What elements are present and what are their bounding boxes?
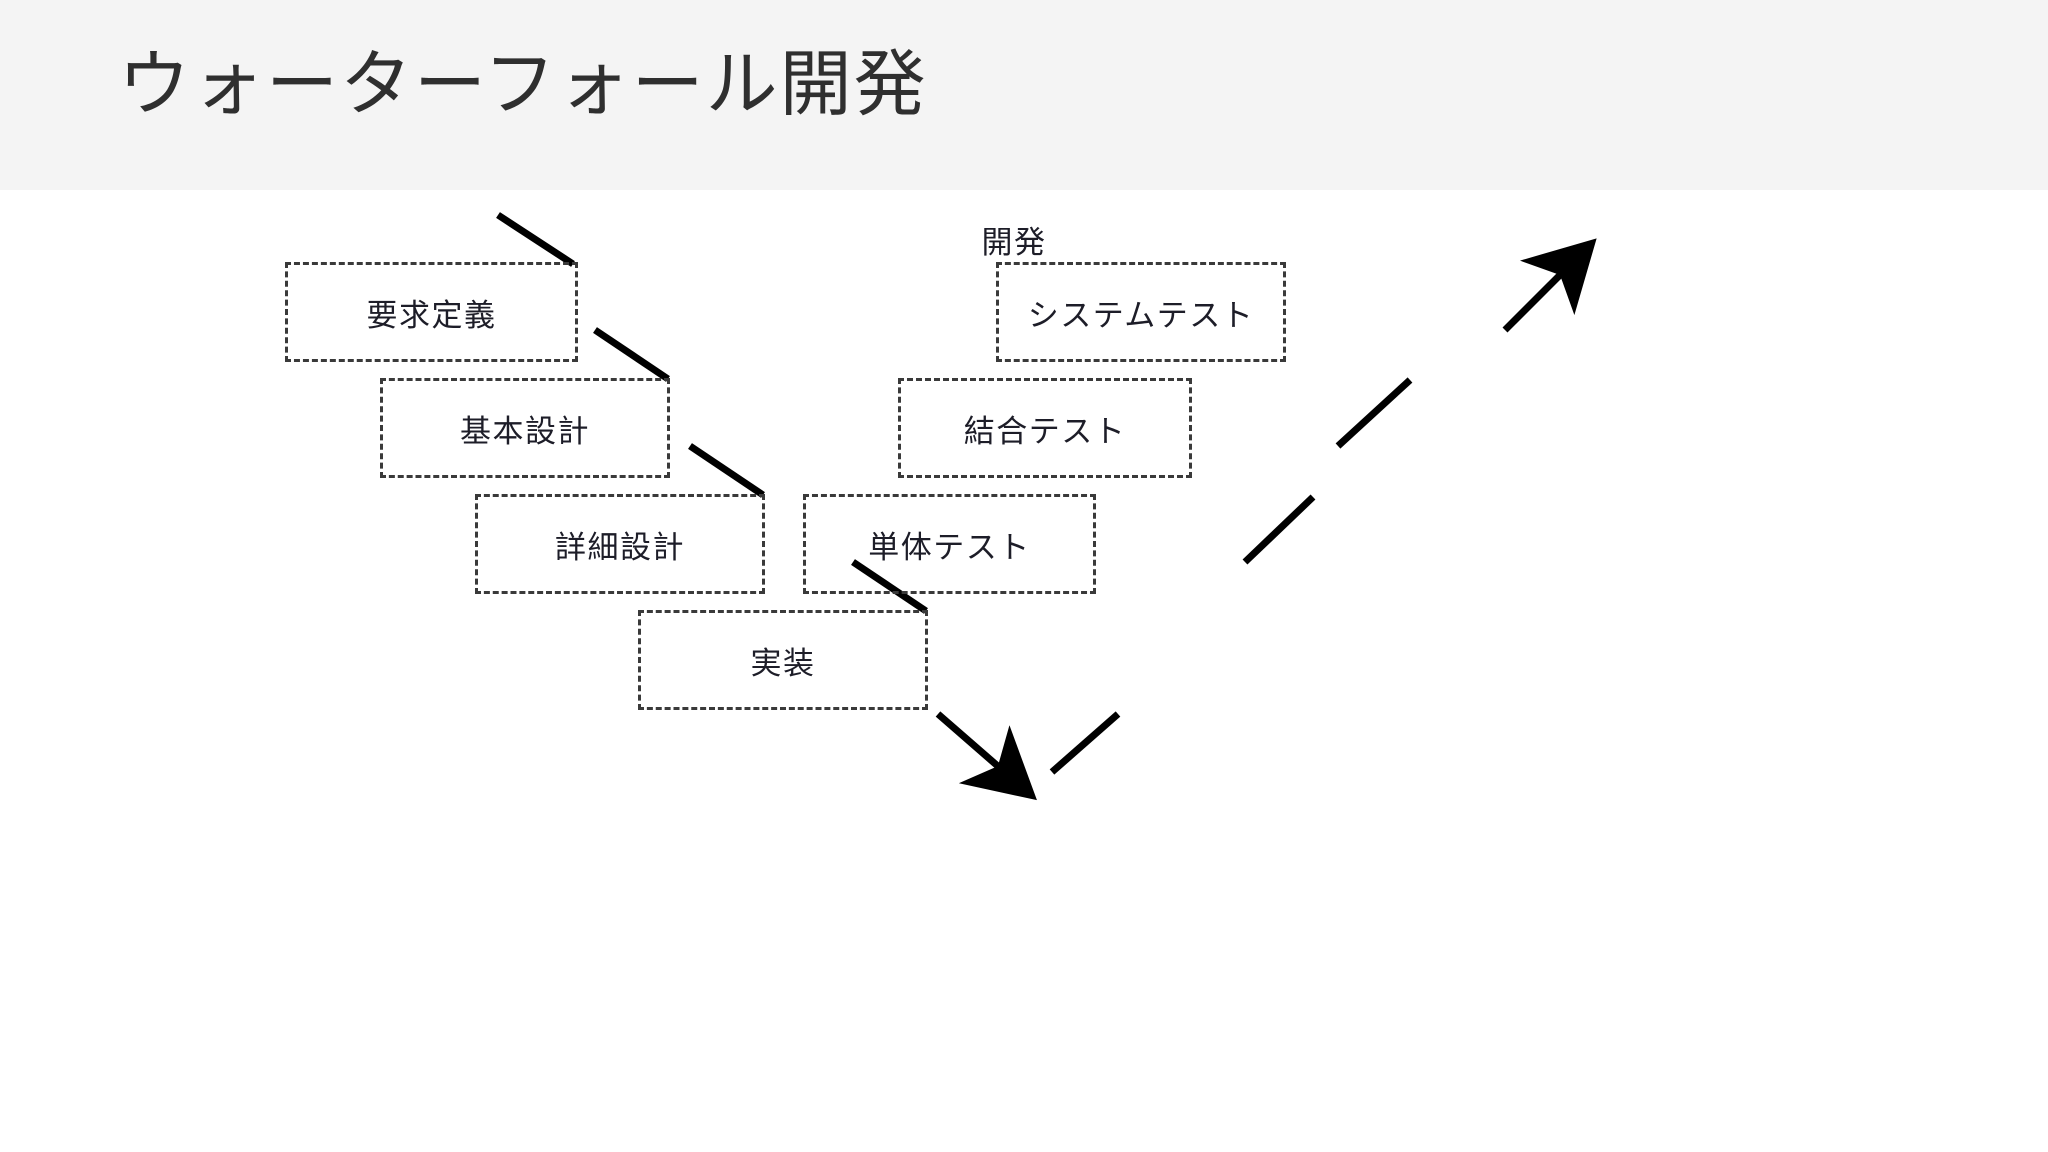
connector-detail-to-impl — [851, 559, 928, 614]
phase-box-unit-test[interactable]: 単体テスト — [803, 494, 1096, 594]
connector-exit-arrow — [1502, 238, 1597, 333]
phase-box-requirements[interactable]: 要求定義 — [285, 262, 578, 362]
diagram-connectors — [496, 212, 1597, 801]
phase-label-integration-test: 結合テスト — [963, 413, 1127, 449]
phase-box-integration-test[interactable]: 結合テスト — [898, 378, 1192, 478]
connector-basic-to-detail — [688, 443, 765, 498]
phase-label-implementation: 実装 — [750, 645, 816, 681]
connector-impl-to-unit — [1049, 711, 1121, 775]
phase-box-basic-design[interactable]: 基本設計 — [380, 378, 670, 478]
phase-label-basic-design: 基本設計 — [460, 413, 590, 449]
connector-unit-to-integration — [1242, 494, 1316, 565]
page-title: ウォーターフォール開発 — [118, 45, 928, 125]
connector-integration-to-system — [1335, 377, 1413, 449]
waterfall-diagram: 開発 要求定義 基本設計 詳細設計 実装 単体テスト 結合テスト システムテスト — [0, 190, 2048, 1152]
stage-label-development: 開発 — [981, 225, 1047, 260]
connector-req-to-basic — [593, 327, 670, 382]
phase-label-unit-test: 単体テスト — [868, 529, 1031, 565]
phase-box-detailed-design[interactable]: 詳細設計 — [475, 494, 765, 594]
phase-label-detailed-design: 詳細設計 — [555, 529, 685, 565]
connector-impl-down-arrow — [935, 711, 1037, 801]
phase-box-system-test[interactable]: システムテスト — [996, 262, 1286, 362]
phase-box-implementation[interactable]: 実装 — [638, 610, 928, 710]
phase-label-system-test: システムテスト — [1027, 297, 1255, 333]
header-bar: ウォーターフォール開発 — [0, 0, 2048, 190]
connector-entry-line — [496, 212, 575, 267]
phase-label-requirements: 要求定義 — [366, 297, 497, 333]
